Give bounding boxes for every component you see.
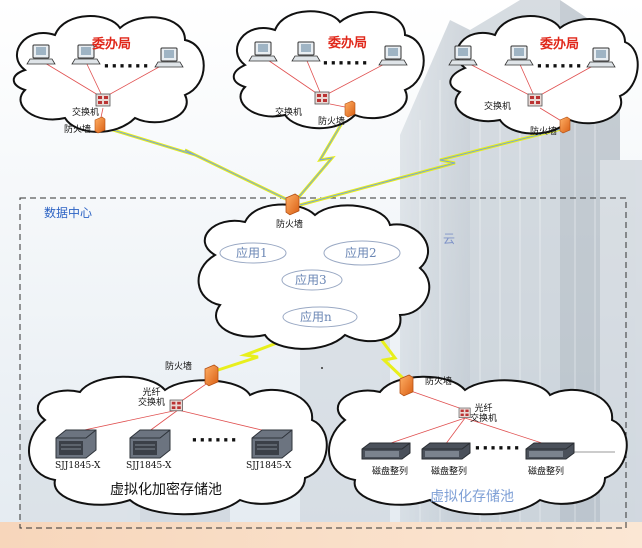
more-computers-ellipsis: ······ [322,53,370,74]
office-cloud-3 [449,15,639,135]
app-n-label: 应用n [300,310,332,324]
wan-links [102,112,566,382]
datacenter-firewall-icon [285,193,300,216]
office-3-firewall-label: 防火墙 [530,127,558,137]
storage-pool-title: 虚拟化存储池 [430,489,514,505]
app-2-label: 应用2 [345,246,377,260]
disk-array-icon [361,442,411,460]
app-1-label: 应用1 [236,246,268,260]
datacenter-firewall-label: 防火墙 [276,220,304,230]
office-cloud-2 [232,10,425,130]
storage-pool-cloud [328,375,628,516]
app-3-label: 应用3 [295,273,327,287]
office-1-switch-label: 交换机 [72,108,100,118]
switch-icon [314,91,330,105]
firewall-icon [94,116,106,134]
encrypt-pool-cloud [28,375,328,516]
office-2-switch-label: 交换机 [275,108,303,118]
server-3-label: SJJ1845-X [246,461,292,471]
office-cloud-1 [12,15,205,133]
storage-pool-firewall-icon [399,374,414,397]
disk-array-1-label: 磁盘整列 [372,467,409,477]
storage-pool-switch-label: 光纤 交换机 [470,404,498,425]
app-n-ellipse [282,306,358,328]
office-2-title: 委办局 [328,36,368,51]
datacenter-title: 数据中心 [44,206,93,220]
disk-array-icon [421,442,471,460]
encryption-server-icon [55,429,97,459]
encryption-server-icon [129,429,171,459]
office-2-firewall-label: 防火墙 [318,117,346,127]
footer-band [0,522,642,548]
office-3-title: 委办局 [540,37,580,52]
encrypt-pool-firewall-label: 防火墙 [165,362,193,372]
firewall-icon [344,100,356,118]
encrypt-pool-switch-label: 光纤 交换机 [138,388,166,409]
encrypt-pool-firewall-icon [204,364,219,387]
app-2-ellipse [323,240,401,266]
storage-pool-firewall-label: 防火墙 [425,377,453,387]
fibre-switch-icon [458,407,471,419]
datacenter-cloud [197,203,431,350]
app-ellipses [219,240,401,328]
dot-marker [321,367,323,369]
office-1-title: 委办局 [92,37,132,52]
server-1-label: SJJ1845-X [55,461,101,471]
fibre-switch-icon [169,399,184,412]
encryption-server-icon [251,429,293,459]
disk-array-icon [525,442,575,460]
more-arrays-ellipsis: ······ [474,438,522,459]
app-1-ellipse [219,242,287,264]
encrypt-pool-title: 虚拟化加密存储池 [110,482,222,498]
server-2-label: SJJ1845-X [126,461,172,471]
lan-lines [39,55,615,453]
firewall-icon [559,116,571,134]
disk-array-2-label: 磁盘整列 [431,467,468,477]
cloud-label: 云 [443,232,456,246]
switch-icon [95,93,111,107]
clouds [12,10,639,516]
more-computers-ellipsis: ······ [103,56,151,77]
office-1-firewall-label: 防火墙 [64,125,92,135]
switch-icon [527,93,543,107]
disk-array-3-label: 磁盘整列 [528,467,565,477]
more-servers-ellipsis: ······ [191,430,239,451]
office-3-switch-label: 交换机 [484,102,512,112]
app-3-ellipse [281,269,343,291]
more-computers-ellipsis: ······ [536,56,584,77]
